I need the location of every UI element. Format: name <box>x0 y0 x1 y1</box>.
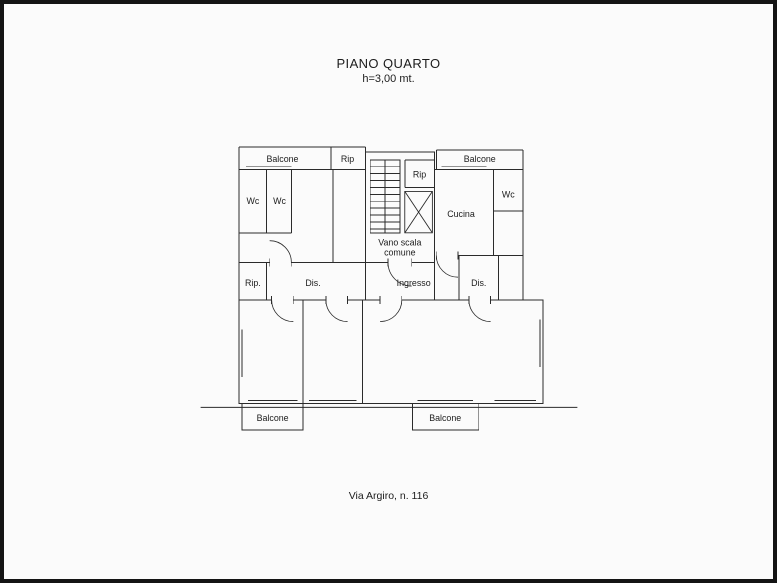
address-caption: Via Argiro, n. 116 <box>348 490 429 502</box>
window-lines <box>241 166 541 401</box>
plan-title: PIANO QUARTO <box>336 56 441 71</box>
label-vano-scala-line2: comune <box>384 248 416 258</box>
label-balcone-top-right: Balcone <box>464 154 496 164</box>
door-jamb-ticks <box>269 251 491 304</box>
label-wc-left-b: Wc <box>273 196 286 206</box>
floor-plan: Balcone Rip Balcone Rip Wc Wc Wc Cucina … <box>200 146 578 431</box>
label-dis-left: Dis. <box>305 278 320 288</box>
label-balcone-top-left: Balcone <box>266 154 298 164</box>
label-rip-top: Rip <box>341 154 354 164</box>
label-cucina: Cucina <box>447 209 475 219</box>
room-labels: Balcone Rip Balcone Rip Wc Wc Wc Cucina … <box>245 154 515 423</box>
label-rip-mid: Rip. <box>245 278 261 288</box>
label-balcone-bottom-right: Balcone <box>429 413 461 423</box>
label-vano-scala-line1: Vano scala <box>378 238 421 248</box>
walls <box>238 146 544 431</box>
label-balcone-bottom-left: Balcone <box>257 413 289 423</box>
stairs <box>369 159 401 234</box>
label-dis-right: Dis. <box>471 278 486 288</box>
plan-height-note: h=3,00 mt. <box>362 73 415 85</box>
label-wc-right: Wc <box>502 189 515 199</box>
label-ingresso: Ingresso <box>397 278 431 288</box>
elevator-shaft <box>404 190 433 234</box>
label-rip-stair: Rip <box>413 170 426 180</box>
title-block: PIANO QUARTO h=3,00 mt. <box>4 56 773 85</box>
label-wc-left-a: Wc <box>246 196 259 206</box>
